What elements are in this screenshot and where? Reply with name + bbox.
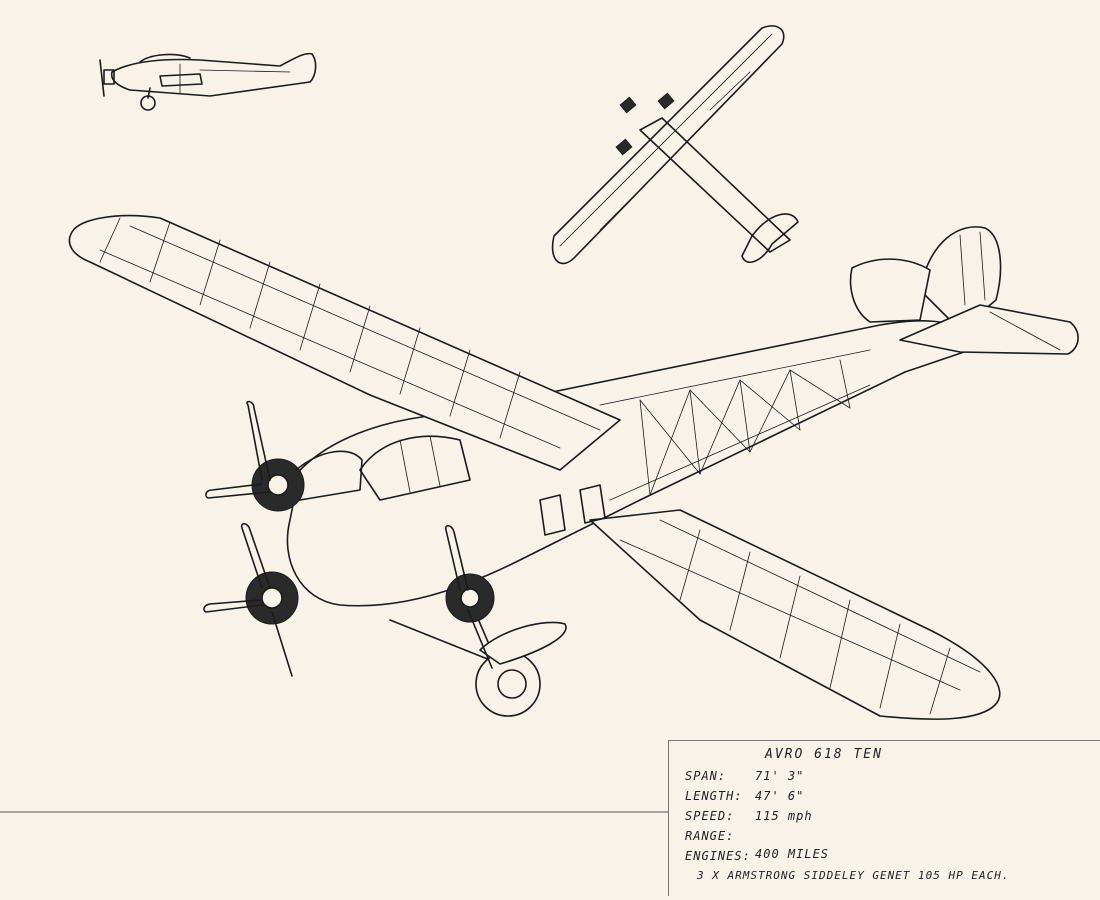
spec-title: AVRO 618 TEN [765,747,883,762]
spec-value-span: 71' 3" [755,769,805,783]
spec-label-engines: ENGINES: [685,849,751,863]
engine-lower [203,522,299,677]
spec-value-speed: 115 mph [755,809,813,823]
spec-value-engines: 400 MILES [755,847,830,861]
spec-label-span: SPAN: [685,769,727,783]
spec-value-length: 47' 6" [755,789,805,803]
spec-label-speed: SPEED: [685,809,735,823]
spec-label-range: RANGE: [685,829,735,843]
engine-upper [205,400,363,512]
side-view [99,52,317,111]
main-cutaway-view [68,214,1079,720]
spec-engines-detail: 3 X ARMSTRONG SIDDELEY GENET 105 HP EACH… [697,869,1010,882]
plan-view [551,25,799,265]
engine-nose [444,524,495,669]
spec-label-length: LENGTH: [685,789,743,803]
spec-sheet: AVRO 618 TEN SPAN: 71' 3" LENGTH: 47' 6"… [668,740,1100,896]
